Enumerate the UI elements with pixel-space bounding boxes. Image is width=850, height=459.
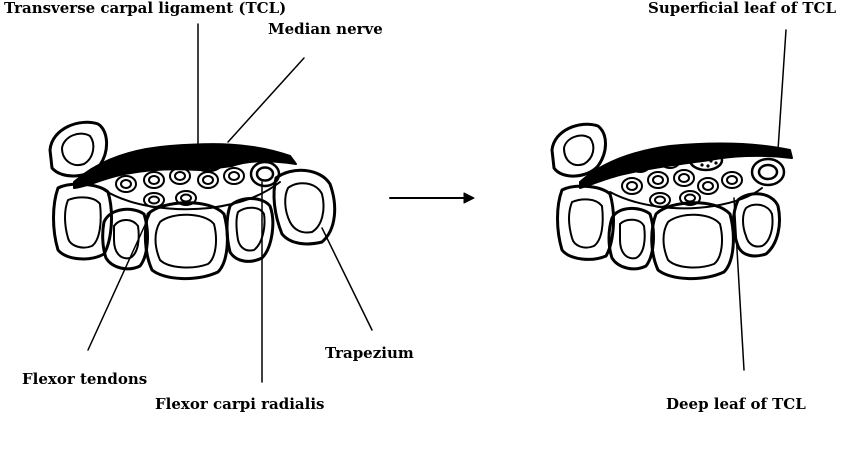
left-bone-trapezium [272, 168, 337, 246]
right-tcl-superficial-leaf [579, 142, 793, 189]
left-carpal-section [48, 120, 337, 281]
left-bone-bottom-2 [143, 201, 229, 281]
right-flexor-tendons [621, 151, 743, 208]
leader-flexor-tendons [87, 213, 151, 351]
left-bone-top-left [48, 120, 108, 178]
right-bone-bottom-2 [650, 201, 735, 281]
label-flexor-tendons: Flexor tendons [22, 370, 148, 388]
right-median-nerve [688, 148, 724, 172]
leader-trapezium [321, 227, 373, 331]
label-trapezium: Trapezium [325, 344, 414, 362]
leader-median-nerve [227, 57, 305, 143]
leader-lines [87, 23, 787, 383]
right-bone-trapezium [732, 192, 781, 258]
left-bone-bottom-1 [101, 207, 149, 271]
label-tcl: Transverse carpal ligament (TCL) [4, 0, 287, 17]
label-superficial-leaf: Superficial leaf of TCL [648, 0, 837, 17]
left-flexor-carpi-radialis [249, 160, 281, 188]
right-carpal-section [550, 122, 793, 281]
label-deep-leaf: Deep leaf of TCL [666, 395, 806, 413]
leader-deep-leaf [733, 197, 745, 371]
right-flexor-carpi-radialis [750, 157, 786, 187]
right-bone-left [556, 184, 615, 261]
label-median-nerve: Median nerve [268, 20, 383, 38]
left-bone-bottom-3 [225, 197, 275, 263]
right-tcl-deep-leaf [609, 187, 763, 210]
right-bone-bottom-1 [607, 207, 655, 271]
label-flexor-carpi-radialis: Flexor carpi radialis [155, 395, 325, 413]
leader-superficial-leaf [777, 29, 787, 151]
left-flexor-tendons [115, 149, 245, 208]
right-bone-top-left [550, 122, 607, 178]
left-tunnel-floor [103, 181, 281, 211]
arrow-icon [389, 192, 475, 204]
